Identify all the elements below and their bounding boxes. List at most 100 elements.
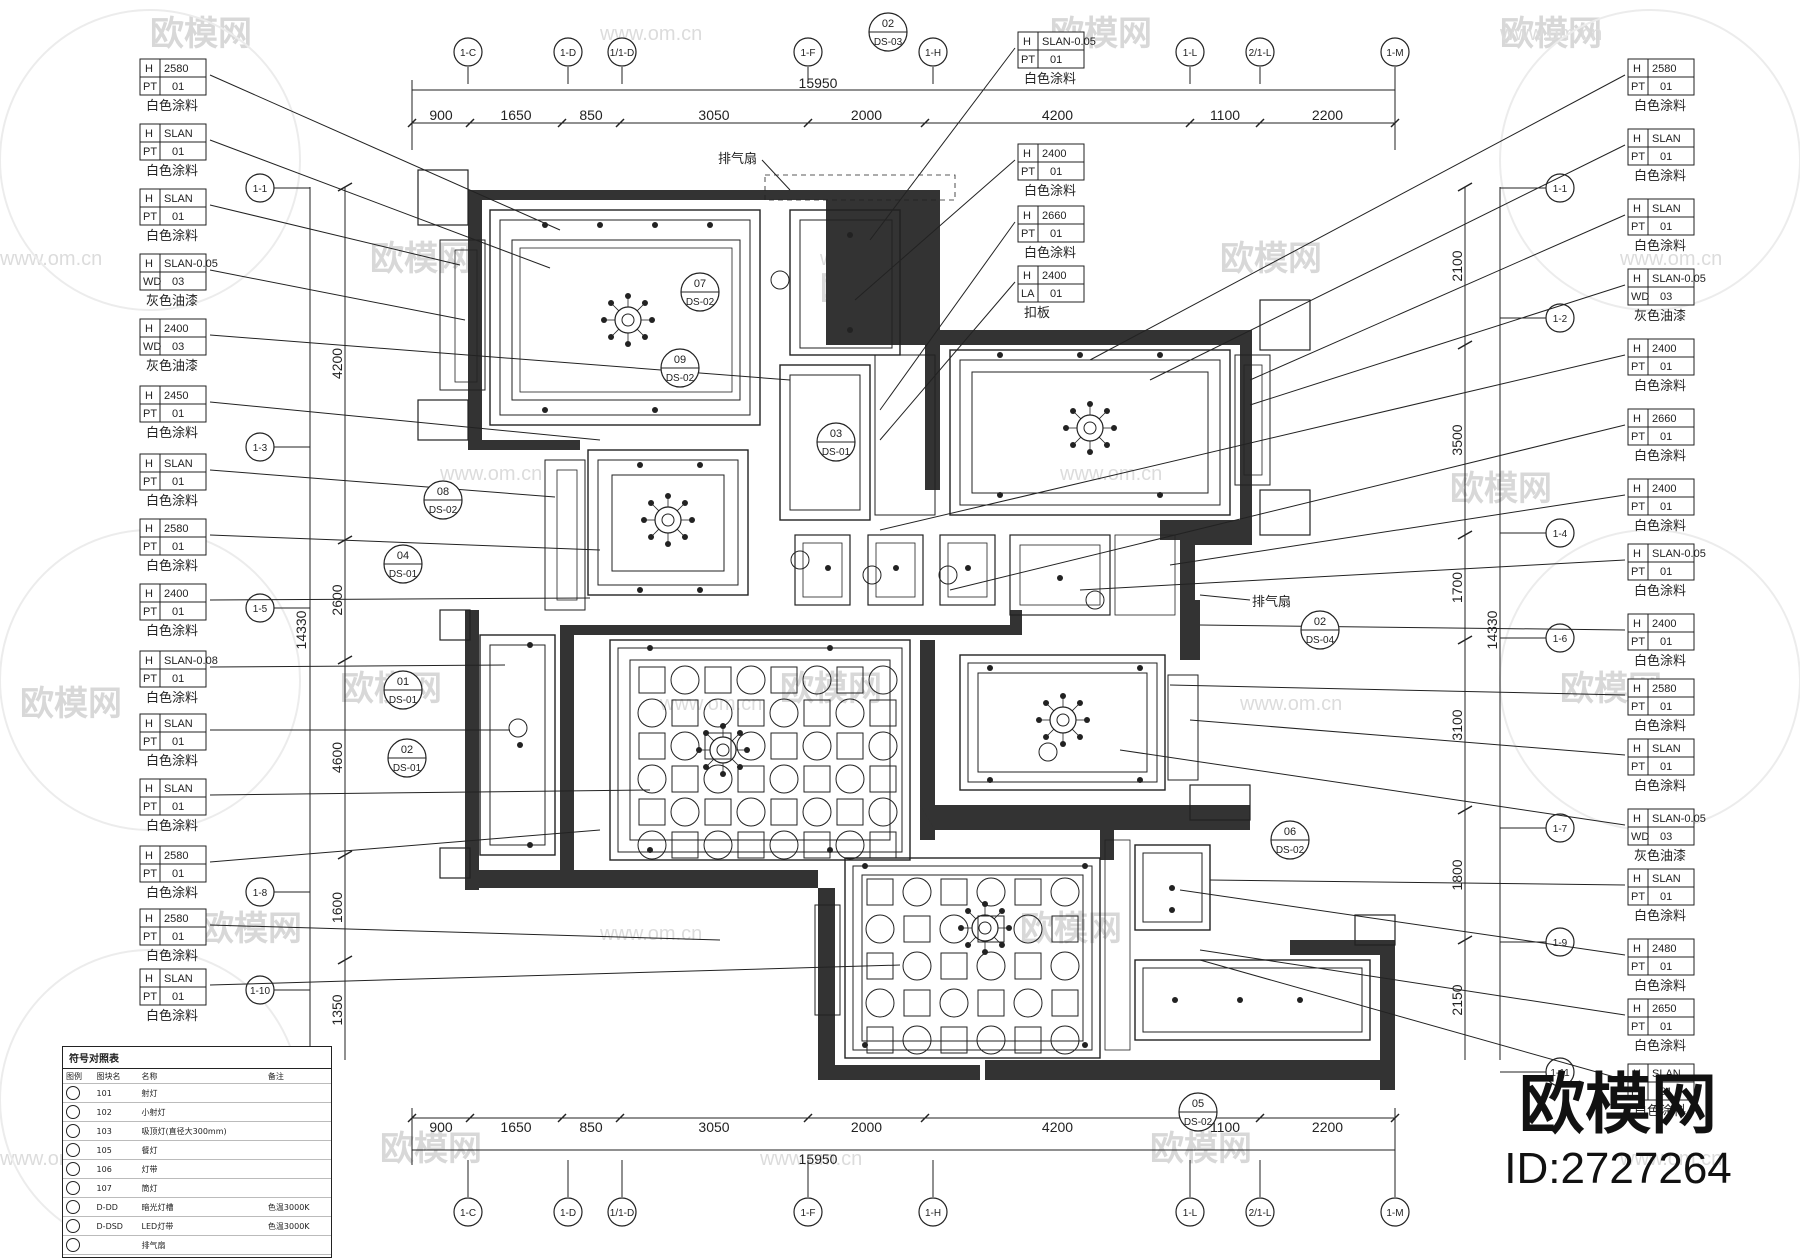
callout-sheet: DS-02: [1184, 1117, 1213, 1128]
tag-material-code: PT: [143, 408, 157, 420]
dim-tick: [803, 118, 813, 128]
tag-h-label: H: [1023, 270, 1031, 282]
dim-tick: [1457, 182, 1473, 192]
tag-material-code: PT: [143, 541, 157, 553]
tag-material-number: 01: [1660, 701, 1672, 713]
legend-note: [264, 1159, 331, 1179]
tag-material-number: 01: [172, 868, 184, 880]
downlight-icon: [1169, 907, 1175, 913]
tag-h-label: H: [145, 783, 153, 795]
legend-header-block: 图块名: [93, 1069, 139, 1084]
exhaust-fan-label-top: 排气扇: [718, 151, 757, 167]
tag-height: 2480: [1652, 943, 1676, 955]
ceiling-square-panel: [836, 732, 864, 760]
tag-material-number: 01: [1660, 761, 1672, 773]
tag-h-label: H: [1633, 203, 1641, 215]
downlight-icon: [652, 222, 658, 228]
downlight-icon: [542, 407, 548, 413]
tag-material-note: 白色涂料: [146, 558, 198, 574]
dim-top-total: 15950: [799, 75, 838, 91]
dim-tick: [1390, 1113, 1400, 1123]
downlight-icon: [637, 462, 643, 468]
ceiling-round-panel: [802, 731, 832, 761]
dim-segment-left: 4600: [329, 742, 345, 773]
tag-material-code: PT: [143, 606, 157, 618]
downlight-icon: [647, 847, 653, 853]
tag-material-note: 白色涂料: [146, 690, 198, 706]
downlight-icon: [517, 742, 523, 748]
dim-tick: [1457, 340, 1473, 350]
tag-h-label: H: [1633, 813, 1641, 825]
tag-material-note: 白色涂料: [1634, 448, 1686, 464]
dim-segment-right: 3500: [1449, 424, 1465, 455]
legend-symbol: [63, 1083, 94, 1103]
axis-label: 1-1: [253, 184, 268, 195]
legend-note: [264, 1121, 331, 1141]
tag-material-code: PT: [1631, 361, 1645, 373]
tag-material-code: PT: [1631, 81, 1645, 93]
tag-material-code: PT: [143, 736, 157, 748]
ceiling-square-panel: [1051, 989, 1079, 1017]
tag-h-label: H: [1633, 943, 1641, 955]
downlight-icon: [707, 222, 713, 228]
tag-material-code: PT: [1631, 891, 1645, 903]
living-ceiling-pattern: [637, 665, 898, 860]
ceiling-round-panel: [976, 1025, 1006, 1055]
tag-h-label: H: [145, 323, 153, 335]
downlight-icon: [987, 777, 993, 783]
tag-material-note: 白色涂料: [1024, 71, 1076, 87]
legend-symbol: [63, 1159, 94, 1179]
legend-symbol-icon: [66, 1219, 80, 1233]
axis-bubble: [553, 1197, 583, 1227]
dim-segment: 2000: [851, 1119, 882, 1135]
watermark-circle: [0, 9, 301, 311]
ceiling-round-panel: [865, 988, 895, 1018]
ceiling-square-panel: [737, 831, 765, 859]
watermark-brand: 欧模网: [370, 239, 472, 279]
downlight-icon: [825, 565, 831, 571]
legend-name: 吸顶灯(直径大300mm): [138, 1121, 265, 1141]
tag-material-note: 白色涂料: [1634, 653, 1686, 669]
tag-height: SLAN: [164, 783, 193, 795]
axis-label: 1/1-D: [610, 1208, 634, 1219]
axis-bubble: [553, 37, 583, 67]
dim-tick: [1255, 1113, 1265, 1123]
tag-height: SLAN-0.05: [1652, 813, 1706, 825]
ceiling-round-panel: [769, 698, 799, 728]
tag-material-number: 01: [1660, 566, 1672, 578]
tag-h-label: H: [1633, 343, 1641, 355]
tag-height: 2580: [1652, 683, 1676, 695]
dim-tick: [557, 1113, 567, 1123]
dim-segment: 850: [579, 1119, 603, 1135]
tag-material-note: 白色涂料: [1634, 168, 1686, 184]
legend-code: D-DD: [93, 1197, 139, 1217]
tag-material-note: 白色涂料: [146, 228, 198, 244]
watermark-brand: 欧模网: [1150, 1129, 1252, 1169]
tag-material-note: 白色涂料: [1634, 98, 1686, 114]
ceiling-round-panel: [868, 731, 898, 761]
tag-material-number: 01: [172, 801, 184, 813]
dim-segment: 4200: [1042, 107, 1073, 123]
axis-label: 1-11: [1550, 1068, 1570, 1079]
ceiling-square-panel: [1051, 915, 1079, 943]
exhaust-fan-label-right: 排气扇: [1252, 594, 1291, 610]
tag-height: 2660: [1652, 413, 1676, 425]
dim-tick: [920, 118, 930, 128]
tag-material-code: PT: [1021, 228, 1035, 240]
dim-tick: [1457, 530, 1473, 540]
tag-material-code: PT: [143, 801, 157, 813]
tag-h-label: H: [145, 718, 153, 730]
ceiling-round-panel: [802, 665, 832, 695]
tag-height: 2400: [1042, 148, 1066, 160]
axis-label: 1-1: [1553, 184, 1568, 195]
tag-height: 2580: [1652, 63, 1676, 75]
dim-segment-right: 2150: [1449, 984, 1465, 1015]
ceiling-round-panel: [670, 797, 700, 827]
ceiling-round-panel: [902, 951, 932, 981]
